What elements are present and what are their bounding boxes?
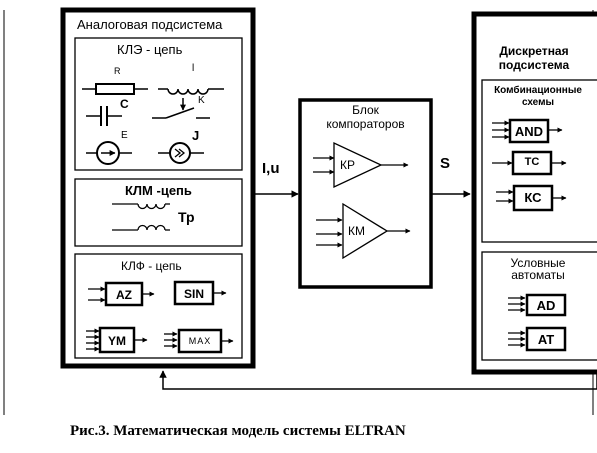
sin-label: SIN bbox=[183, 287, 204, 301]
klf-circuit-title: КЛФ - цепь bbox=[121, 259, 182, 273]
figure-caption: Рис.3. Математическая модель системы ELT… bbox=[70, 423, 406, 439]
az-block bbox=[88, 281, 155, 307]
ad-label: AD bbox=[536, 298, 556, 313]
kp-comparator bbox=[313, 141, 409, 189]
voltage-source-label: E bbox=[121, 130, 128, 141]
kle-circuit-title: КЛЭ - цепь bbox=[117, 42, 183, 57]
resistor-label: R bbox=[114, 66, 121, 76]
combinational-circuits-title-1: Комбинационные bbox=[494, 85, 582, 96]
conditional-automata-title-1: Условные bbox=[510, 256, 566, 270]
ad-block bbox=[508, 293, 567, 317]
iu-signal-label: I,u bbox=[262, 160, 280, 177]
switch-label: K bbox=[198, 95, 205, 106]
transformer-icon bbox=[112, 203, 170, 231]
comparator-block-title-2: компораторов bbox=[326, 117, 405, 131]
at-block bbox=[508, 326, 567, 352]
ym-label: YM bbox=[108, 334, 126, 348]
kp-comparator-label: КР bbox=[340, 158, 355, 172]
s-signal-label: S bbox=[440, 155, 451, 172]
max-block bbox=[164, 328, 234, 354]
klm-circuit-title: КЛМ -цепь bbox=[125, 183, 192, 198]
capacitor-icon bbox=[86, 106, 122, 126]
tc-label: ТС bbox=[524, 156, 540, 168]
sin-block bbox=[173, 280, 227, 306]
discrete-subsystem-title-2: подсистема bbox=[498, 58, 570, 72]
inductor-label: l bbox=[192, 63, 195, 74]
switch-icon bbox=[152, 98, 210, 119]
voltage-source-icon bbox=[86, 141, 132, 165]
current-source-icon bbox=[158, 142, 204, 164]
capacitor-label: C bbox=[120, 97, 129, 111]
discrete-subsystem-title-1: Дискретная bbox=[499, 44, 569, 58]
max-label: MAX bbox=[188, 336, 212, 346]
km-comparator bbox=[316, 202, 411, 260]
klm-circuit-box bbox=[74, 178, 243, 247]
comparator-block-box bbox=[298, 98, 433, 289]
kc-label: КС bbox=[524, 190, 542, 205]
inductor-icon bbox=[158, 88, 224, 95]
resistor-icon bbox=[82, 83, 148, 95]
ym-block bbox=[86, 326, 148, 354]
kc-block bbox=[496, 184, 567, 212]
current-source-label: J bbox=[192, 128, 200, 143]
analog-subsystem-title: Аналоговая подсистема bbox=[77, 17, 223, 32]
and-label: AND bbox=[514, 124, 544, 139]
at-label: AT bbox=[537, 332, 555, 347]
comparator-block-title-1: Блок bbox=[352, 103, 379, 117]
and-block bbox=[492, 118, 563, 144]
conditional-automata-title-2: автоматы bbox=[511, 268, 565, 282]
km-comparator-label: КМ bbox=[348, 224, 365, 238]
feedback-line bbox=[159, 370, 597, 390]
az-label: AZ bbox=[116, 288, 132, 302]
tc-block bbox=[492, 150, 567, 176]
combinational-circuits-title-2: схемы bbox=[521, 97, 555, 108]
transformer-label: Тр bbox=[178, 209, 195, 225]
